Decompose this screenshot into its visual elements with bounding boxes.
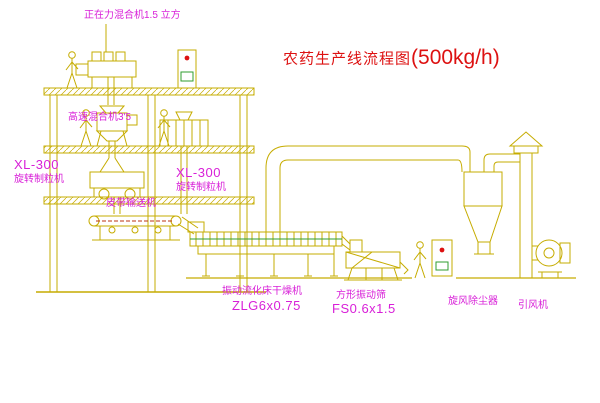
induced-fan-machine [532, 239, 571, 278]
exhaust-duct [265, 145, 471, 232]
label-top-mixer: 正在力混合机1.5 立方 [84, 10, 181, 21]
label-granulator-left-name: 旋转制粒机 [14, 174, 64, 185]
label-cyclone: 旋风除尘器 [448, 296, 498, 307]
control-cabinet-top [177, 49, 197, 89]
label-screen-name: 方形振动筛 [336, 290, 386, 301]
label-screen-model: FS0.6x1.5 [332, 301, 396, 316]
label-granulator-center-model: XL-300 [176, 165, 221, 180]
title-capacity: (500kg/h) [411, 46, 500, 69]
label-granulator-center-name: 旋转制粒机 [176, 182, 226, 193]
granulator-left-machine [89, 157, 145, 214]
control-cabinet-right [431, 239, 453, 277]
belt-conveyor-machine [88, 215, 199, 241]
fluid-bed-dryer-machine [187, 221, 343, 277]
indicator-dot-icon [439, 247, 445, 253]
exhaust-stack [508, 131, 544, 278]
vibrating-screen-machine [341, 235, 409, 281]
label-dryer-model: ZLG6x0.75 [232, 298, 301, 313]
label-high-speed-mixer: 高速混合机3'5 [68, 112, 132, 123]
diagram-title: 农药生产线流程图(500kg/h) [283, 46, 500, 70]
granulator-center-machine [159, 111, 209, 214]
building-frame [36, 87, 266, 293]
top-mixer-machine [75, 24, 137, 105]
title-text: 农药生产线流程图 [283, 50, 412, 68]
cyclone-machine [463, 153, 520, 255]
worker-icon [413, 241, 427, 279]
high-speed-mixer-machine [95, 105, 138, 158]
label-fan: 引风机 [518, 300, 548, 311]
worker-figures [65, 51, 427, 279]
indicator-dot-icon [184, 55, 190, 61]
label-dryer-name: 振动流化床干燥机 [222, 286, 302, 297]
label-belt-conveyor: 皮带输送机 [106, 198, 156, 209]
label-granulator-left-model: XL-300 [14, 157, 59, 172]
